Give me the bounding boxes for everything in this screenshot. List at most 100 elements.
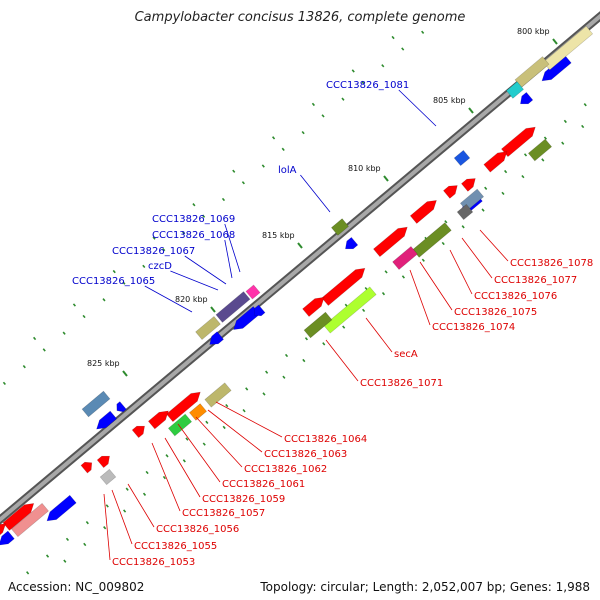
tick-outer [202, 442, 206, 446]
tick-outer [421, 258, 425, 262]
scale-tick-mark [122, 370, 128, 377]
tick-outer [165, 454, 169, 458]
tick-outer [83, 542, 87, 547]
gene-cog-block-shape [514, 56, 550, 88]
gene-forward-shape [302, 296, 325, 317]
backbone-ring [0, 11, 600, 525]
tick-outer [222, 425, 226, 430]
gene-forward-shape [131, 425, 145, 439]
gene-forward [483, 151, 508, 173]
tick-outer [103, 526, 107, 530]
tick-inner [241, 181, 245, 185]
tick-outer [304, 337, 309, 341]
tick-outer [185, 437, 189, 441]
tick-inner [311, 102, 315, 107]
gene-forward [501, 126, 536, 158]
gene-cog-block [331, 218, 349, 236]
tick-outer [262, 392, 266, 396]
lower-leader-line [164, 437, 201, 498]
lower-leader-line [409, 269, 431, 326]
gene-forward [321, 267, 366, 306]
tick-inner [351, 69, 355, 73]
upper-gene-label: lolA [278, 165, 297, 176]
gene-cog-block-shape [303, 311, 333, 339]
tick-inner [82, 314, 86, 319]
tick-inner [122, 281, 126, 285]
tick-outer [504, 169, 508, 174]
tick-inner [272, 136, 276, 140]
tick-inner [22, 364, 26, 369]
lower-leader-line [111, 489, 133, 545]
tick-inner [381, 64, 385, 68]
gene-features [0, 25, 594, 546]
gene-cog-block-shape [412, 222, 452, 258]
tick-outer [444, 220, 448, 224]
upper-leader-line [300, 174, 331, 213]
gene-reverse [0, 530, 15, 546]
gene-cog-block-shape [81, 390, 111, 418]
gene-reverse [46, 494, 77, 522]
gene-cog-block-shape [167, 413, 193, 437]
tick-inner [72, 303, 76, 307]
upper-gene-label: CCC13826_1065 [72, 276, 155, 287]
tick-inner [321, 114, 325, 118]
tick-outer [26, 571, 30, 575]
upper-gene-label: CCC13826_1081 [326, 80, 409, 91]
gene-cog-block [195, 316, 221, 340]
tick-outer [65, 537, 70, 542]
upper-leader-line [144, 285, 193, 313]
lower-leader-line [151, 442, 181, 512]
lower-gene-label: CCC13826_1053 [112, 557, 195, 568]
upper-leader-line [224, 223, 241, 273]
tick-outer [85, 520, 89, 525]
gene-labels: CCC13826_1081lolACCC13826_1069CCC13826_1… [72, 80, 593, 568]
scale-tick-mark [468, 107, 474, 114]
tick-outer [142, 492, 147, 496]
lower-gene-label: CCC13826_1064 [284, 434, 367, 445]
gene-forward-shape [443, 185, 458, 199]
gene-cog-block [99, 468, 117, 486]
accession-text: Accession: NC_009802 [8, 580, 145, 594]
gene-forward-shape [0, 523, 7, 541]
gene-reverse-shape [96, 410, 118, 430]
upper-leader-line [224, 239, 233, 279]
gene-forward [131, 425, 145, 439]
tick-inner [401, 47, 405, 51]
tick-inner [182, 231, 186, 235]
gene-cog-block [323, 286, 377, 334]
gene-cog-block-shape [392, 246, 418, 270]
upper-gene-label: czcD [148, 261, 172, 272]
gene-cog-block [456, 203, 474, 221]
tick-outer [123, 509, 127, 513]
gene-cog-block-shape [11, 502, 49, 538]
gene-forward [443, 185, 458, 199]
gene-cog-block-shape [331, 218, 349, 236]
scale-tick-label: 800 kbp [517, 27, 550, 36]
map-title: Campylobacter concisus 13826, complete g… [134, 10, 466, 25]
gene-cog-block [453, 149, 471, 167]
lower-leader-line [419, 261, 453, 311]
tick-inner [152, 236, 156, 240]
lower-gene-label: CCC13826_1063 [264, 449, 347, 460]
lower-gene-label: CCC13826_1062 [244, 464, 327, 475]
lower-leader-line [365, 317, 393, 353]
scale-tick-label: 810 kbp [348, 164, 381, 173]
tick-outer [563, 119, 567, 124]
gene-cog-block [514, 56, 550, 88]
tick-inner [201, 214, 206, 218]
lower-leader-line [177, 423, 221, 483]
gene-cog-block-shape [527, 138, 553, 162]
gene-cog-block-shape [99, 468, 117, 486]
gene-cog-block-shape [456, 203, 474, 221]
gene-cog-block-shape [245, 284, 261, 300]
lower-leader-line [103, 493, 111, 561]
tick-outer [342, 325, 346, 329]
lower-leader-line [449, 249, 473, 295]
tick-outer [541, 158, 545, 162]
tick-outer [45, 554, 50, 558]
tick-outer [581, 124, 585, 129]
lower-gene-label: CCC13826_1071 [360, 378, 443, 389]
scale-tick-label: 820 kbp [175, 295, 208, 304]
gene-cog-block [215, 291, 251, 323]
